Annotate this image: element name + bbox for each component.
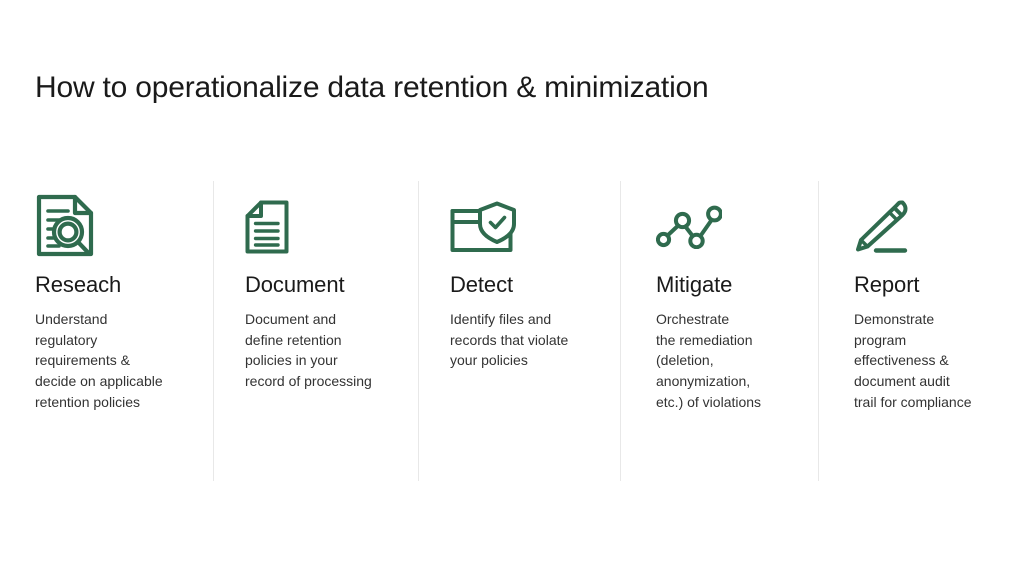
step-column-mitigate: Mitigate Orchestrate the remediation (de…: [620, 181, 818, 481]
step-column-detect: Detect Identify files and records that v…: [418, 181, 620, 481]
document-lines-icon: [245, 181, 402, 273]
step-description: Demonstrate program effectiveness & docu…: [854, 311, 972, 410]
step-title: Mitigate: [656, 272, 733, 297]
step-column-research: Reseach Understand regulatory requiremen…: [35, 181, 213, 481]
step-title: Detect: [450, 272, 513, 297]
step-column-document: Document Document and define retention p…: [213, 181, 418, 481]
step-description: Identify files and records that violate …: [450, 311, 569, 369]
process-steps-row: Reseach Understand regulatory requiremen…: [35, 181, 989, 481]
page-title: How to operationalize data retention & m…: [35, 71, 709, 105]
step-description: Orchestrate the remediation (deletion, a…: [656, 311, 762, 410]
step-title: Reseach: [35, 272, 122, 297]
column-divider: [818, 181, 819, 481]
column-divider: [213, 181, 214, 481]
column-divider: [620, 181, 621, 481]
step-description: Understand regulatory requirements & dec…: [35, 311, 163, 410]
step-column-report: Report Demonstrate program effectiveness…: [818, 181, 989, 481]
step-title: Report: [854, 272, 920, 297]
node-graph-icon: [656, 181, 806, 273]
document-magnifier-icon: [35, 181, 189, 273]
folder-shield-check-icon: [450, 181, 604, 273]
step-title: Document: [245, 272, 345, 297]
column-divider: [418, 181, 419, 481]
step-description: Document and define retention policies i…: [245, 311, 372, 389]
pencil-underline-icon: [854, 181, 985, 273]
